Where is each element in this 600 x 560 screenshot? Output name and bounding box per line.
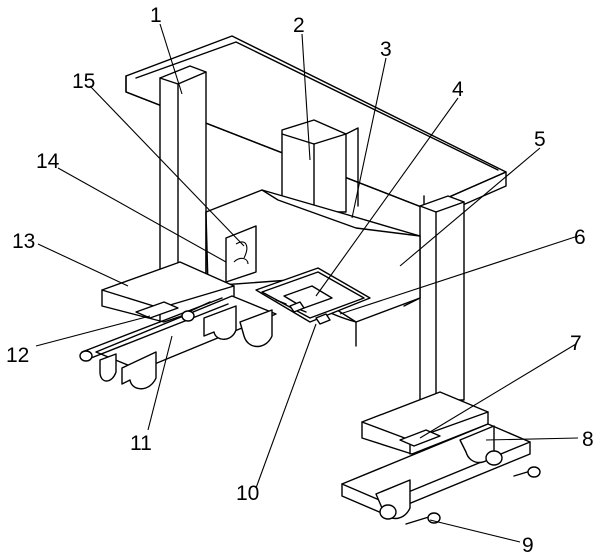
label-12: 12 bbox=[6, 344, 29, 367]
label-11: 11 bbox=[130, 432, 152, 455]
label-9: 9 bbox=[522, 534, 534, 557]
label-14: 14 bbox=[36, 150, 60, 173]
label-5: 5 bbox=[534, 128, 546, 151]
label-4: 4 bbox=[452, 78, 464, 101]
label-10: 10 bbox=[236, 482, 259, 505]
label-7: 7 bbox=[570, 332, 582, 355]
leader-lines bbox=[35, 23, 579, 543]
left-post bbox=[159, 65, 207, 277]
right-post bbox=[419, 195, 465, 401]
label-13: 13 bbox=[12, 230, 35, 253]
label-8: 8 bbox=[582, 428, 594, 451]
label-3: 3 bbox=[380, 38, 392, 61]
central-column bbox=[281, 119, 359, 213]
label-6: 6 bbox=[574, 226, 586, 249]
left-forks bbox=[79, 295, 277, 390]
slide-rail bbox=[255, 267, 371, 325]
label-2: 2 bbox=[293, 14, 305, 37]
reference-labels: 1 2 3 4 5 6 7 8 9 10 11 12 13 14 15 bbox=[6, 4, 594, 557]
label-15: 15 bbox=[72, 70, 95, 93]
label-1: 1 bbox=[150, 4, 162, 27]
seat-block bbox=[205, 189, 421, 347]
right-forks bbox=[341, 423, 541, 525]
